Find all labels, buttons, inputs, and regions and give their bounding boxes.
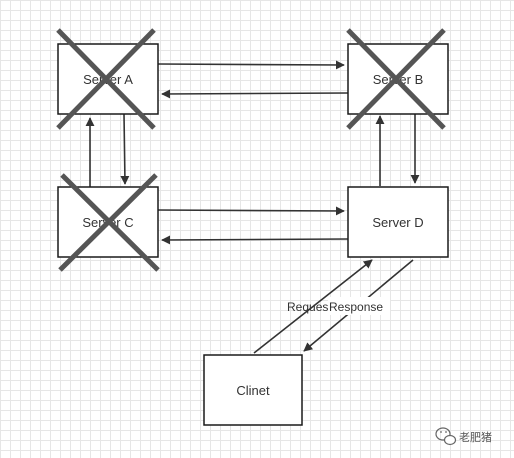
watermark-text: 老肥猪 bbox=[459, 431, 492, 444]
watermark: 老肥猪 bbox=[435, 427, 492, 446]
edge-label-response: Response bbox=[329, 300, 383, 314]
edge-label-response-background bbox=[328, 297, 390, 315]
failed-cross-icon bbox=[346, 28, 446, 130]
node-client: Clinet bbox=[203, 354, 303, 426]
edges bbox=[85, 60, 420, 354]
node-server-d: Server D bbox=[347, 186, 449, 258]
edge-label-request: Request bbox=[287, 300, 332, 314]
wechat-icon bbox=[435, 427, 457, 446]
edge-labels: Request Response bbox=[287, 297, 390, 315]
failed-cross-icon bbox=[56, 28, 156, 130]
edge-client-to-d bbox=[253, 259, 373, 354]
failed-cross-icon bbox=[58, 173, 160, 272]
node-server-c: Server C bbox=[57, 173, 160, 272]
node-label-client: Clinet bbox=[236, 383, 270, 398]
edge-b-to-a bbox=[161, 89, 349, 99]
edge-a-to-b bbox=[157, 60, 345, 70]
edge-a-to-c bbox=[120, 113, 130, 185]
edge-c-to-d bbox=[157, 206, 345, 216]
node-server-b: Server B bbox=[346, 28, 449, 130]
edge-d-to-c bbox=[161, 235, 349, 245]
node-label-server-d: Server D bbox=[372, 215, 423, 230]
node-server-a: Server A bbox=[56, 28, 159, 130]
